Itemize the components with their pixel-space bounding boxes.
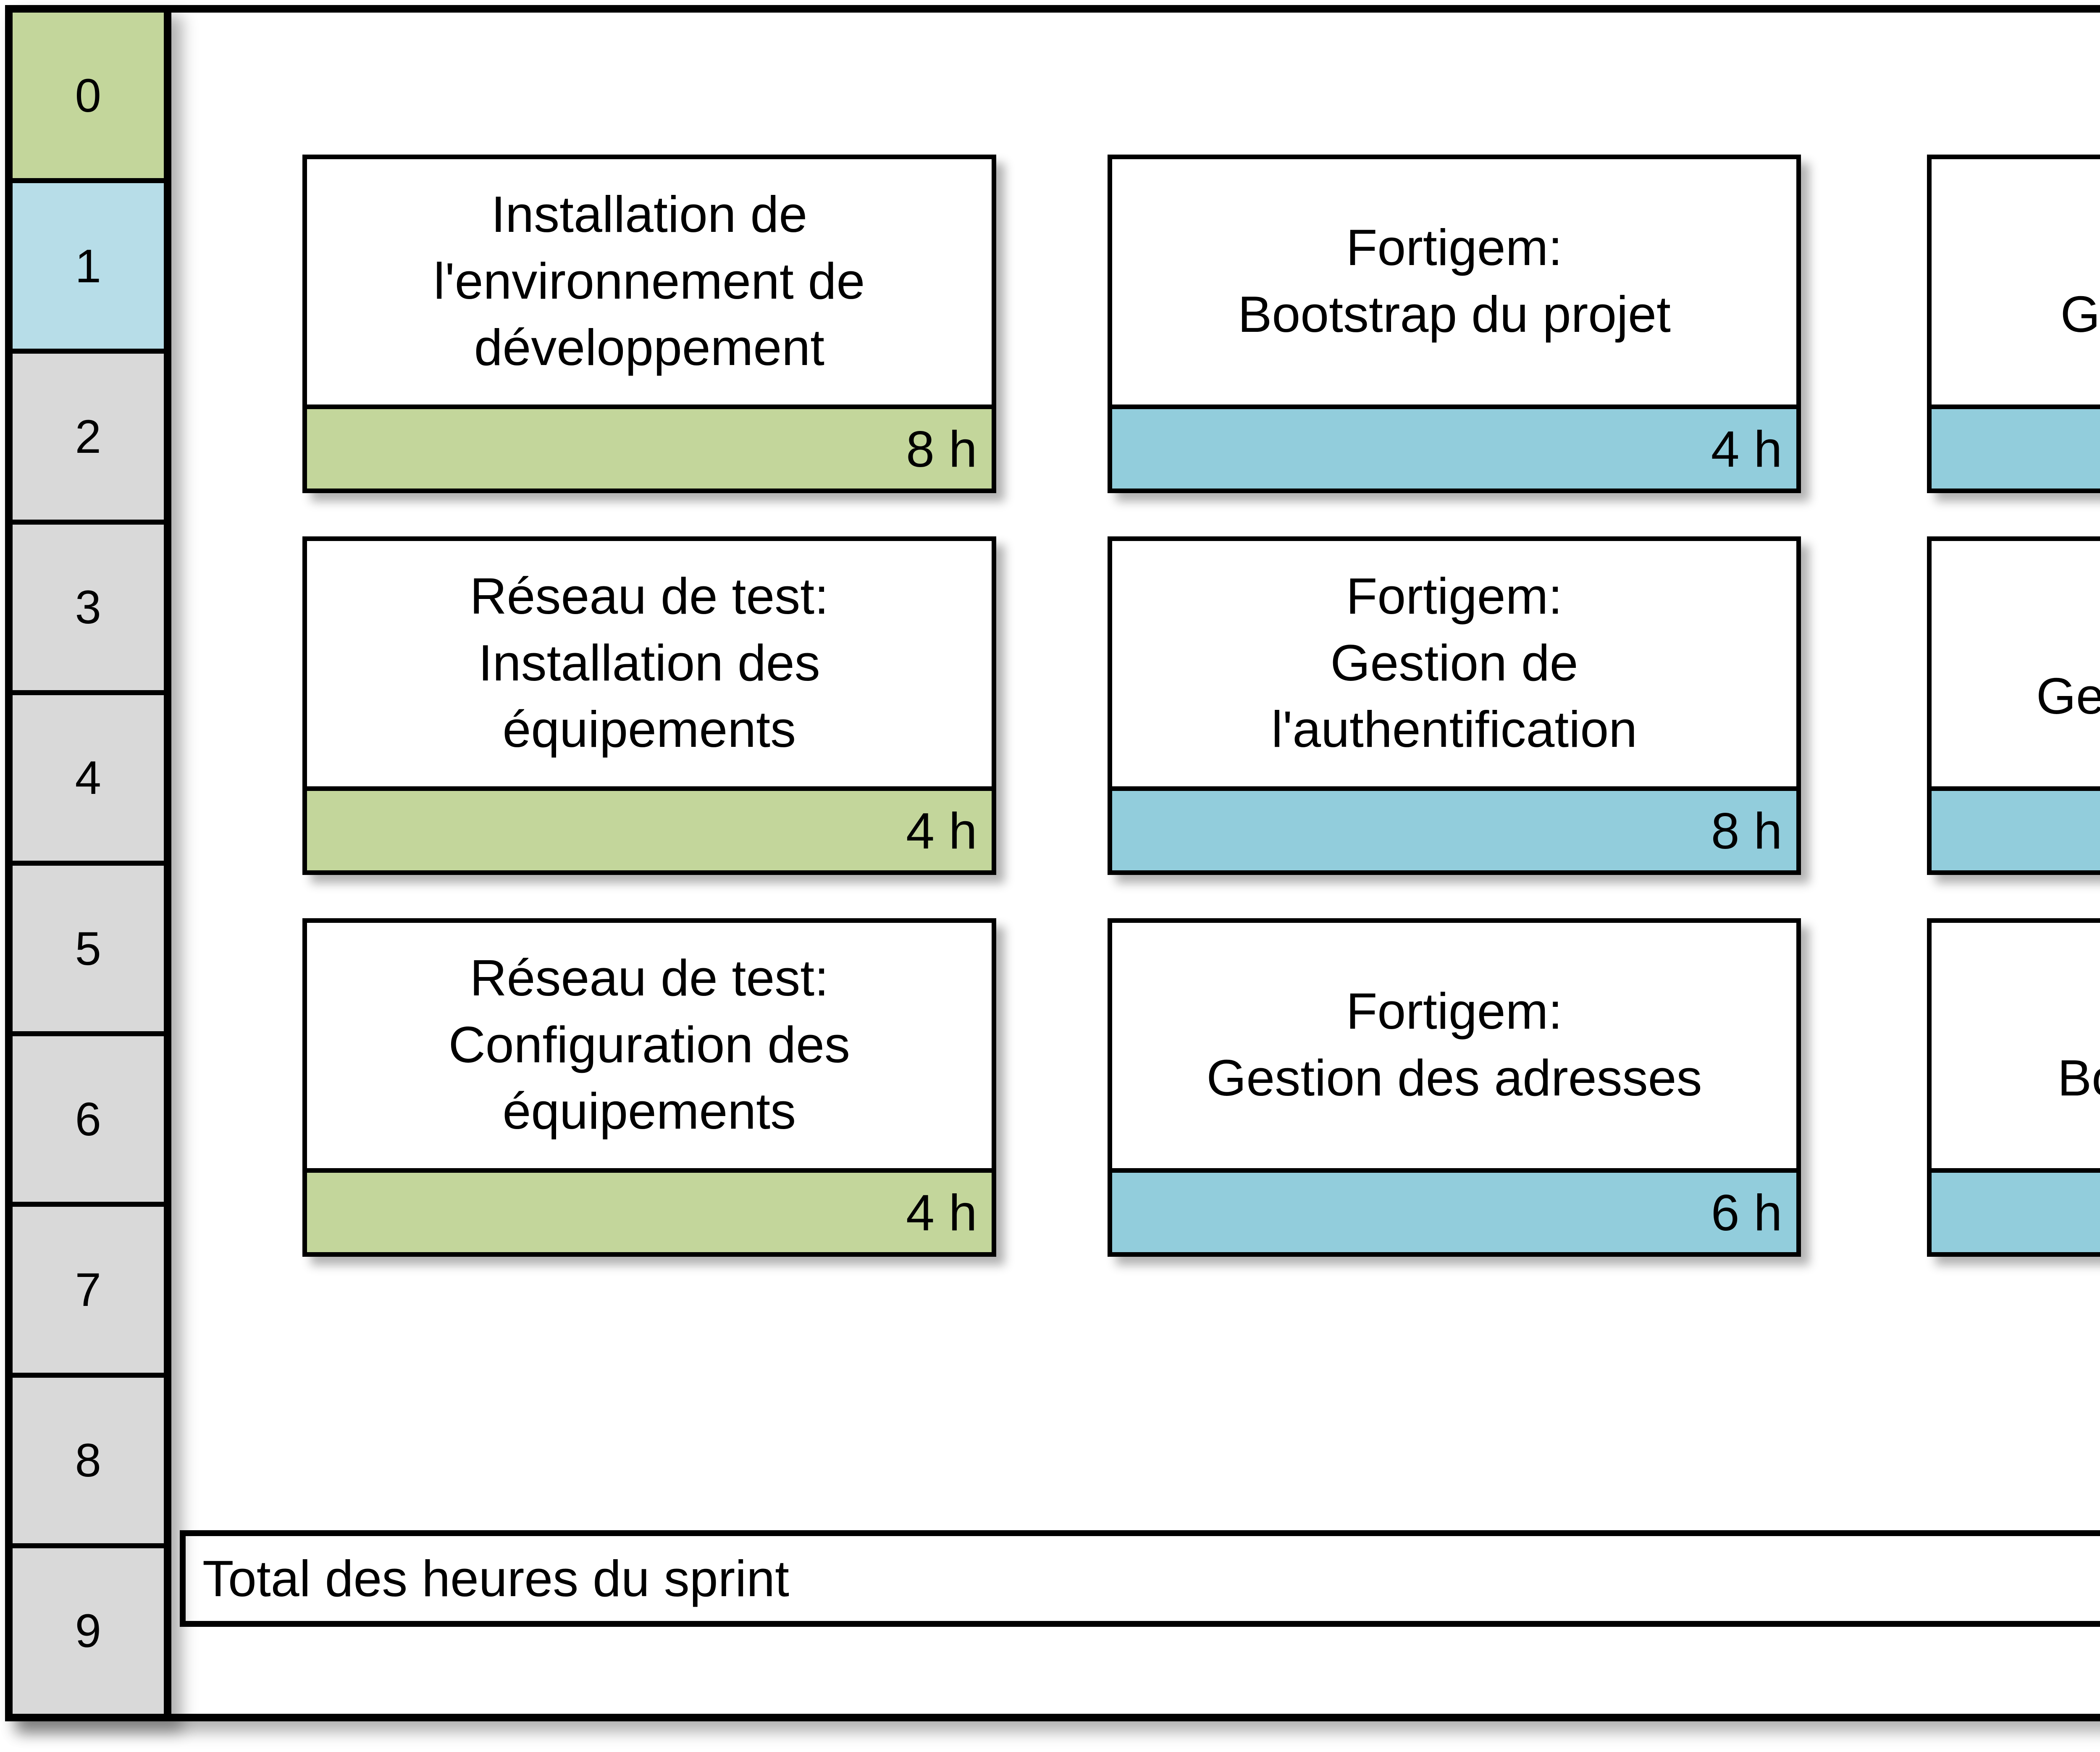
task-card-hours: 8 h <box>1932 1168 2100 1252</box>
task-card[interactable]: Fortigem: Gestion de l'authentification 8 h <box>1107 536 1801 875</box>
task-card[interactable]: Fortigem:Gestion des services2 h <box>1927 536 2100 875</box>
task-card-title-line: Gestion des adresses <box>1206 1049 1702 1106</box>
row-index-label: 1 <box>75 239 102 292</box>
row-index-cell-6: 6 <box>13 1036 164 1207</box>
task-card-title-line: l'authentification <box>1271 701 1638 758</box>
task-card-title-line: Réseau de test: <box>470 567 829 625</box>
task-card-title-line: développement <box>474 319 824 376</box>
task-card-hours: 6 h <box>1112 1168 1797 1252</box>
row-index-label: 9 <box>75 1605 102 1657</box>
task-card-title-line: Fortigem: <box>1346 219 1563 276</box>
task-card-title-line: Gestion des règles <box>2060 286 2100 343</box>
task-card-title-line: Fortigem: <box>1346 567 1563 625</box>
row-index-label: 5 <box>75 922 102 975</box>
task-card-title: Installation de l'environnement de dévelop… <box>307 159 992 405</box>
sprint-total-bar: Total des heures du sprint 46 <box>180 1530 2100 1627</box>
task-card-title: Réseau de test: Configuration des équipeme… <box>307 923 992 1168</box>
task-card-title: Réseau de test: Installation des équipemen… <box>307 541 992 786</box>
task-card[interactable]: Réseau de test: Installation des équipemen… <box>302 536 996 875</box>
row-index-cell-9: 9 <box>13 1548 164 1714</box>
row-index-cell-7: 7 <box>13 1207 164 1378</box>
sprint-total-label: Total des heures du sprint <box>202 1550 790 1607</box>
row-index-label: 4 <box>75 751 102 804</box>
task-card-title: Fortigem: Gestion des adresses <box>1112 923 1797 1168</box>
task-card[interactable]: Fortigem: Bootstrap du projet 4 h <box>1107 155 1801 493</box>
task-card-title: Fortigem:Gestion des règles <box>1932 159 2100 405</box>
task-card-title-line: Réseau de test: <box>470 949 829 1007</box>
task-card-title: Backend:Bootstrap du projet <box>1932 923 2100 1168</box>
task-card-title-line: l'environnement de <box>433 252 865 310</box>
task-card-title-line: Installation des <box>478 634 820 691</box>
task-card-grid: Installation de l'environnement de dévelop… <box>302 155 2100 1257</box>
task-card-title-line: Bootstrap du projet <box>2057 1049 2100 1106</box>
task-card[interactable]: Installation de l'environnement de dévelop… <box>302 155 996 493</box>
task-card-row: Réseau de test: Installation des équipemen… <box>302 536 2100 875</box>
task-card-title-line: Installation de <box>491 186 808 243</box>
row-index-cell-8: 8 <box>13 1377 164 1548</box>
task-card[interactable]: Backend:Bootstrap du projet8 h <box>1927 918 2100 1257</box>
row-index-label: 3 <box>75 581 102 634</box>
row-index-cell-3: 3 <box>13 524 164 695</box>
task-card-title-line: Fortigem: <box>1346 982 1563 1040</box>
row-index-cell-1: 1 <box>13 183 164 354</box>
row-index-label: 6 <box>75 1093 102 1145</box>
row-index-cell-4: 4 <box>13 695 164 866</box>
task-card-title: Fortigem: Bootstrap du projet <box>1112 159 1797 405</box>
task-card-title: Fortigem:Gestion des services <box>1932 541 2100 786</box>
task-card-title: Fortigem: Gestion de l'authentification <box>1112 541 1797 786</box>
task-card-hours: 2 h <box>1932 405 2100 489</box>
task-card-title-line: équipements <box>502 1082 796 1140</box>
row-index-cell-0: 0 <box>13 13 164 184</box>
row-index-label: 0 <box>75 69 102 122</box>
task-card-hours: 8 h <box>307 405 992 489</box>
task-card-hours: 4 h <box>307 786 992 870</box>
task-card[interactable]: Réseau de test: Configuration des équipeme… <box>302 918 996 1257</box>
task-card-title-line: Gestion de <box>1330 634 1578 691</box>
task-card[interactable]: Fortigem: Gestion des adresses 6 h <box>1107 918 1801 1257</box>
board-main-area: Installation de l'environnement de dévelop… <box>171 13 2100 1714</box>
task-card-row: Installation de l'environnement de dévelop… <box>302 155 2100 493</box>
task-card-title-line: équipements <box>502 701 796 758</box>
row-index-label: 7 <box>75 1263 102 1316</box>
task-card-hours: 2 h <box>1932 786 2100 870</box>
task-card-row: Réseau de test: Configuration des équipeme… <box>302 918 2100 1257</box>
task-card-hours: 4 h <box>307 1168 992 1252</box>
task-card-hours: 4 h <box>1112 405 1797 489</box>
row-index-label: 8 <box>75 1434 102 1487</box>
row-index-cell-5: 5 <box>13 866 164 1037</box>
task-card[interactable]: Fortigem:Gestion des règles2 h <box>1927 155 2100 493</box>
row-index-column: 0 1 2 3 4 5 6 7 8 9 <box>5 5 171 1721</box>
task-card-hours: 8 h <box>1112 786 1797 870</box>
task-card-title-line: Gestion des services <box>2036 667 2100 725</box>
row-index-label: 2 <box>75 410 102 463</box>
row-index-cell-2: 2 <box>13 354 164 525</box>
task-card-title-line: Configuration des <box>448 1016 850 1073</box>
task-card-title-line: Bootstrap du projet <box>1238 286 1671 343</box>
